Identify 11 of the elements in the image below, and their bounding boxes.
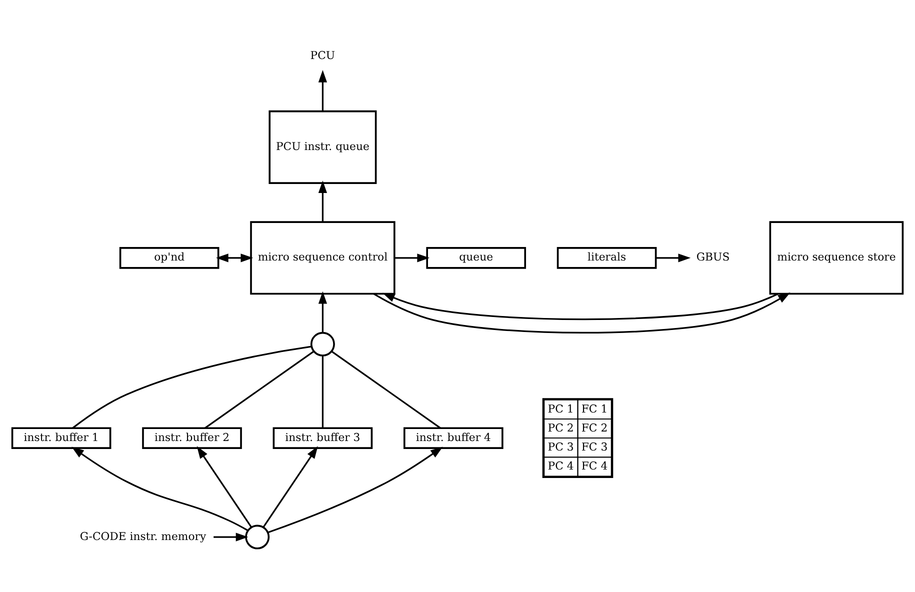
node-text: PCU [310, 48, 336, 62]
label: PC 1 [548, 402, 574, 415]
label: FC 3 [581, 440, 608, 453]
node-text: G-CODE instr. memory [80, 529, 206, 542]
label: FC 2 [581, 420, 608, 434]
label: FC 1 [581, 402, 608, 415]
label: PC 4 [548, 459, 574, 472]
label: PC 3 [548, 440, 574, 453]
node-text: GBUS [696, 250, 730, 264]
label: PC 2 [548, 420, 574, 434]
label: FC 4 [581, 459, 608, 472]
